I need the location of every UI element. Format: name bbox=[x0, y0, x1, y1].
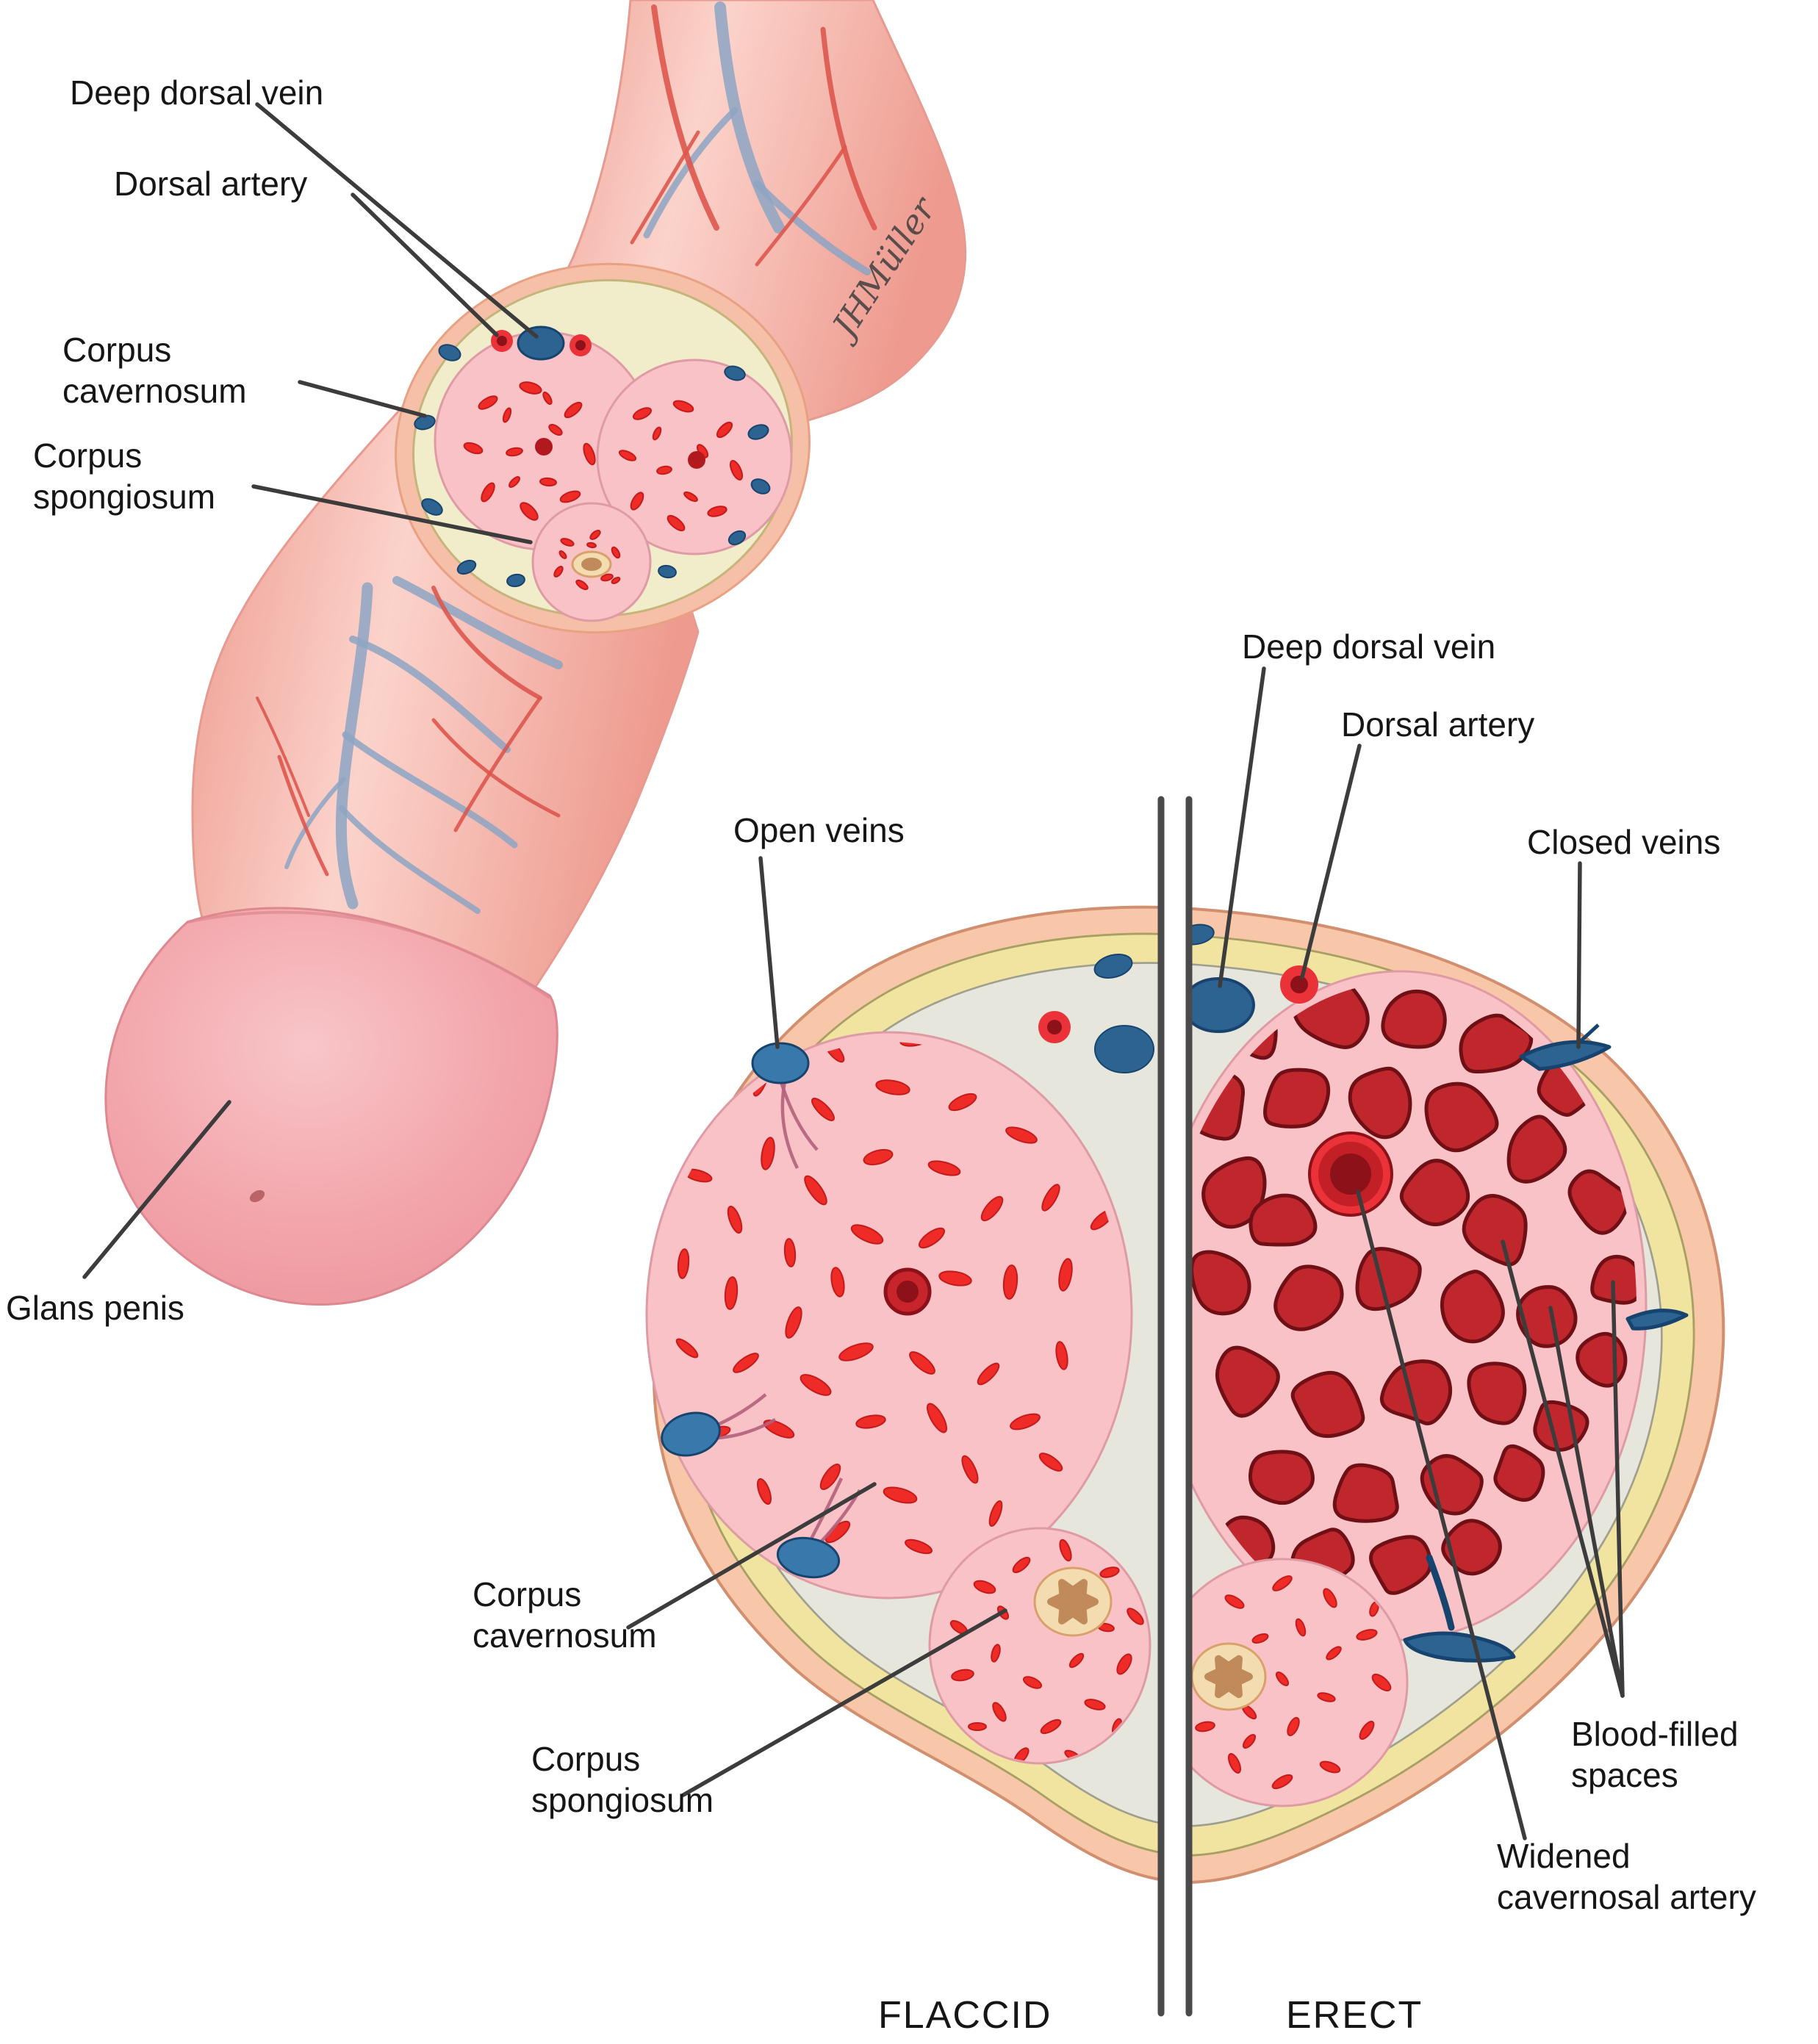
dorsal-artery-top-leader bbox=[351, 192, 499, 337]
corpus-cavernosum-bottom-leader bbox=[626, 1482, 877, 1630]
distal-shaft-vessels bbox=[256, 576, 563, 914]
flaccid-dorsal-vessels bbox=[1038, 954, 1154, 1073]
label-glans-penis: Glans penis bbox=[6, 1289, 184, 1327]
proximal-shaft-vessels bbox=[630, 1, 877, 276]
label-closed-veins: Closed veins bbox=[1527, 823, 1721, 861]
label-blood-filled-spaces: Blood-filled spaces bbox=[1571, 1715, 1739, 1795]
dorsal-artery-right-leader bbox=[1300, 744, 1362, 979]
flaccid-corpus-cavernosum bbox=[645, 1031, 1133, 1599]
flaccid-corpus-spongiosum bbox=[928, 1527, 1151, 1765]
widened-cavernosal-artery-leader bbox=[1356, 1190, 1527, 1840]
blood-filled-spaces-leader-3 bbox=[1611, 1280, 1625, 1698]
label-deep-dorsal-vein-top: Deep dorsal vein bbox=[70, 73, 324, 112]
widened-artery-lumen bbox=[1330, 1154, 1371, 1195]
flaccid-spongiosum-blood bbox=[949, 1539, 1144, 1762]
erect-urethra bbox=[1204, 1655, 1253, 1699]
blood-filled-spaces-leader-2 bbox=[1548, 1306, 1625, 1698]
label-dorsal-artery-right: Dorsal artery bbox=[1341, 705, 1535, 744]
cut-urethra-lumen bbox=[581, 558, 602, 571]
label-state-erect: ERECT bbox=[1286, 1994, 1423, 2037]
erect-half bbox=[1192, 924, 1689, 1807]
urethral-meatus bbox=[249, 1190, 265, 1203]
cut-cavernosal-artery-left bbox=[535, 438, 553, 456]
corpus-spongiosum-bottom-leader bbox=[681, 1608, 1007, 1797]
cut-dorsal-vessels bbox=[491, 325, 592, 361]
label-corpus-spongiosum-top: Corpus spongiosum bbox=[33, 436, 216, 517]
flaccid-urethra bbox=[1047, 1579, 1099, 1624]
cut-cavernosal-artery-right bbox=[688, 451, 705, 469]
corpus-cavernosum-top-leader bbox=[298, 380, 427, 418]
erect-dorsal-vessels bbox=[1192, 924, 1318, 1033]
cut-spongiosum-blood bbox=[553, 530, 621, 591]
blood-filled-spaces-leader-1 bbox=[1501, 1239, 1625, 1698]
erect-spongiosum-blood bbox=[1195, 1575, 1392, 1790]
glans bbox=[104, 907, 558, 1306]
glans-penis-leader bbox=[82, 1100, 231, 1279]
open-veins-group bbox=[661, 1042, 861, 1579]
cut-right-lobe-blood bbox=[618, 400, 744, 532]
closed-veins-leader bbox=[1576, 861, 1582, 1049]
label-state-flaccid: FLACCID bbox=[878, 1994, 1052, 2037]
flaccid-half bbox=[645, 954, 1154, 1765]
corpus-spongiosum-top-leader bbox=[251, 484, 533, 544]
deep-dorsal-vein-top-leader bbox=[255, 102, 539, 339]
label-open-veins: Open veins bbox=[733, 811, 905, 849]
cross-section-comparison bbox=[645, 796, 1725, 2017]
label-widened-cavernosal-artery: Widened cavernosal artery bbox=[1497, 1837, 1756, 1917]
flaccid-artery-lumen bbox=[897, 1281, 919, 1303]
cut-left-lobe-blood bbox=[463, 381, 596, 521]
closed-veins-group bbox=[1403, 1023, 1689, 1663]
label-corpus-cavernosum-top: Corpus cavernosum bbox=[62, 331, 247, 411]
label-corpus-spongiosum-bottom: Corpus spongiosum bbox=[531, 1740, 714, 1820]
open-veins-leader bbox=[758, 856, 780, 1049]
deep-dorsal-vein-right-leader bbox=[1218, 666, 1266, 988]
leader-lines bbox=[82, 102, 1625, 1840]
label-dorsal-artery-top: Dorsal artery bbox=[114, 165, 308, 203]
label-corpus-cavernosum-bottom: Corpus cavernosum bbox=[473, 1575, 657, 1655]
corona-fold bbox=[187, 910, 551, 999]
flaccid-blood-sinusoids bbox=[675, 1042, 1115, 1555]
longitudinal-penis-illustration: JHMüller bbox=[104, 0, 967, 1306]
cut-peripheral-veins bbox=[414, 344, 771, 588]
label-deep-dorsal-vein-right: Deep dorsal vein bbox=[1242, 627, 1496, 666]
